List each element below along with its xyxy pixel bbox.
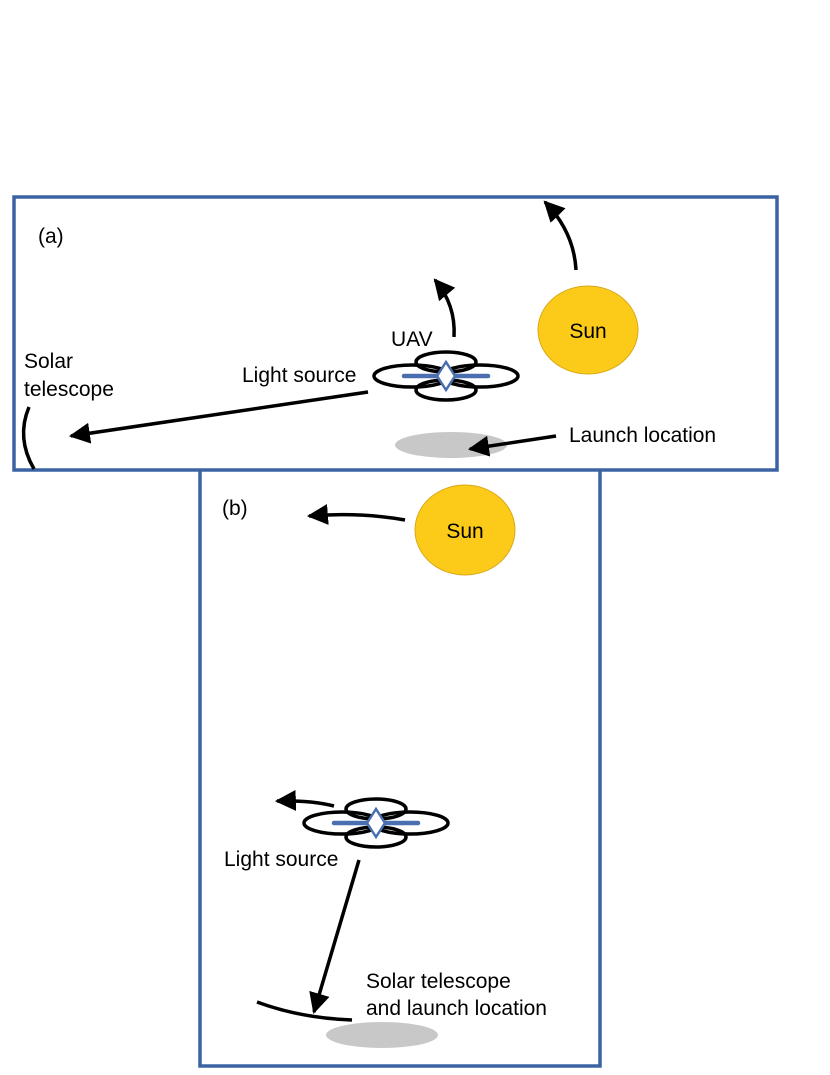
sun-label: Sun (446, 520, 483, 543)
launch-location-pad (326, 1022, 438, 1048)
launch-pointer-arrow (467, 434, 557, 457)
sun-label: Sun (569, 320, 606, 343)
sun-disc (414, 484, 516, 576)
sun-disc (537, 285, 639, 375)
panel-a: (a) Sun UAV Light source Solar telescope… (12, 195, 779, 472)
panel-a-sun: Sun (537, 285, 639, 375)
panel-b-sun: Sun (414, 484, 516, 576)
panel-a-tag: (a) (38, 225, 64, 248)
uav-label: UAV (391, 328, 433, 351)
telescope-arc (21, 406, 36, 470)
light-source-label: Light source (224, 848, 338, 871)
panel-b-frame (198, 461, 602, 1068)
light-beam-arrow (68, 390, 369, 444)
sun-path-arrow (543, 200, 578, 271)
telescope-label-line2: telescope (24, 378, 114, 401)
telescope-label-line1: Solar (24, 350, 73, 373)
telescope-arc (256, 1000, 353, 1022)
light-beam-arrow (309, 859, 361, 1015)
telescope-label-line1: Solar telescope (366, 970, 511, 993)
uav-ascent-arrow (433, 278, 456, 338)
panel-b-tag: (b) (222, 497, 248, 520)
uav-motion-arrow (274, 789, 335, 811)
light-source-label: Light source (242, 364, 356, 387)
sun-path-arrow (306, 504, 406, 525)
panel-b: (b) Sun Light source Solar telescope and… (198, 461, 602, 1068)
launch-location-label: Launch location (569, 424, 716, 447)
telescope-label-line2: and launch location (366, 997, 547, 1020)
